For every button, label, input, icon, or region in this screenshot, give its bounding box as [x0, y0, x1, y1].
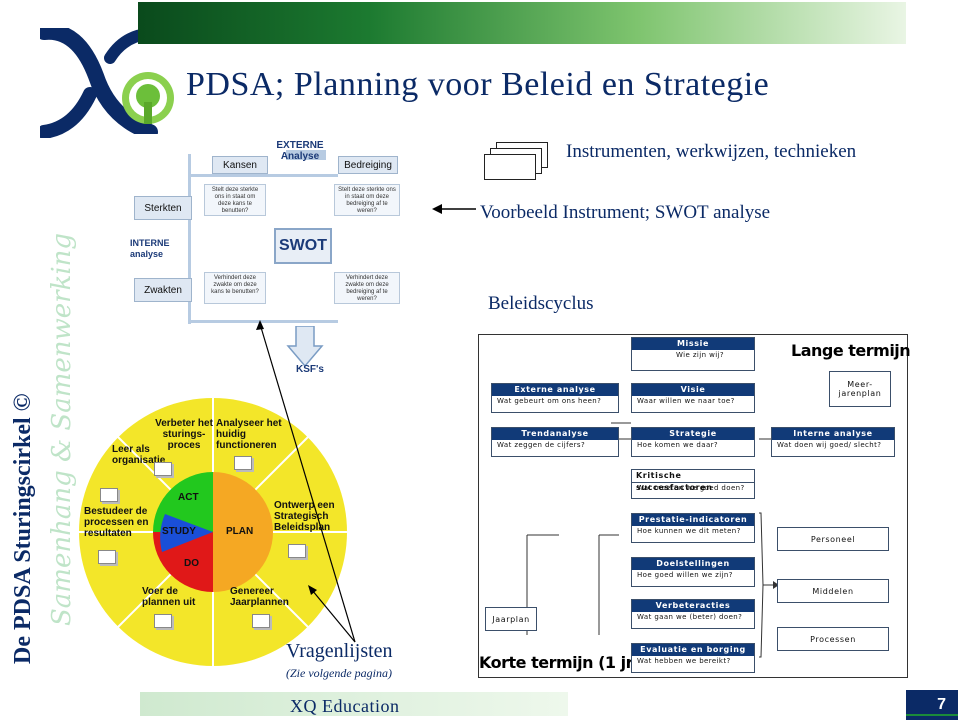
- swot-sterkten: Sterkten: [134, 196, 192, 220]
- genereer-text: Genereer Jaarplannen: [230, 586, 289, 608]
- bestudeer-text: Bestudeer de processen en resultaten: [84, 506, 149, 539]
- questionnaire-arrows: [256, 320, 356, 643]
- strategie-question: Hoe komen we daar?: [637, 441, 719, 449]
- evaluatie-question: Wat hebben we bereikt?: [637, 657, 731, 665]
- document-icon: [154, 462, 172, 476]
- jaarplan-box: Jaarplan: [485, 607, 537, 631]
- voer-text: Voer de plannen uit: [142, 586, 196, 608]
- study-label: STUDY: [162, 526, 196, 537]
- swot-weakness-threat: Verhindert deze zwakte om deze bedreigin…: [334, 272, 400, 304]
- footer-bar: [140, 692, 568, 716]
- short-term-label: Korte termijn (1 jr): [479, 653, 640, 672]
- verbeter-text: Verbeter het sturings-proces: [155, 418, 213, 451]
- prestatie-box: Prestatie-indicatoren Hoe kunnen we dit …: [631, 513, 755, 543]
- policy-cycle-diagram: Lange termijn Missie Wie zijn wij? Exter…: [478, 334, 911, 678]
- swot-frame: [188, 150, 338, 324]
- see-next-page-note: (Zie volgende pagina): [286, 666, 392, 680]
- arrow-left-icon: [432, 204, 476, 214]
- doelstellingen-box: Doelstellingen Hoe goed willen we zijn?: [631, 557, 755, 587]
- interne-analyse-question: Wat doen wij goed/ slecht?: [777, 441, 882, 449]
- policy-cycle-label: Beleidscyclus: [488, 293, 594, 314]
- document-icon: [154, 614, 172, 628]
- page-title: PDSA; Planning voor Beleid en Strategie: [186, 66, 770, 103]
- trendanalyse-question: Wat zeggen de cijfers?: [497, 441, 586, 449]
- plan-segment: [213, 472, 273, 592]
- verbeteracties-box: Verbeteracties Wat gaan we (beter) doen?: [631, 599, 755, 629]
- document-icon: [100, 488, 118, 502]
- swot-zwakten: Zwakten: [134, 278, 192, 302]
- header-banner: [138, 2, 906, 44]
- act-label: ACT: [178, 492, 199, 503]
- ksf-box: Kritische succesfactoren Wat moeten we g…: [631, 469, 755, 499]
- strategie-box: Strategie Hoe komen we daar?: [631, 427, 755, 457]
- externe-analyse-title: Externe analyse: [492, 384, 618, 396]
- personeel-box: Personeel: [777, 527, 889, 551]
- plan-label: PLAN: [226, 526, 254, 537]
- middelen-box: Middelen: [777, 579, 889, 603]
- doelstellingen-title: Doelstellingen: [632, 558, 754, 570]
- strategie-title: Strategie: [632, 428, 754, 440]
- long-term-label: Lange termijn: [791, 341, 911, 360]
- prestatie-title: Prestatie-indicatoren: [632, 514, 754, 526]
- evaluatie-title: Evaluatie en borging: [632, 644, 754, 656]
- leer-text: Leer als organisatie: [112, 444, 166, 466]
- pdsa-wheel: ACT STUDY PLAN DO Verbeter het sturings-…: [78, 392, 350, 672]
- instruments-label: Instrumenten, werkwijzen, technieken: [566, 141, 857, 162]
- swot-center: SWOT: [274, 228, 332, 264]
- sidebar: [0, 0, 42, 720]
- swot-example-label: Voorbeeld Instrument; SWOT analyse: [480, 202, 771, 223]
- study-segment: [160, 514, 213, 552]
- interne-analyse-title: Interne analyse: [772, 428, 894, 440]
- visie-title: Visie: [632, 384, 754, 396]
- missie-title: Missie: [632, 338, 754, 350]
- internal-analysis-title: INTERNE analyse: [130, 238, 170, 259]
- footer-accent-line: [906, 714, 958, 716]
- analyseer-text: Analyseer het huidig functioneren: [216, 418, 282, 451]
- external-analysis-title: EXTERNE Analyse: [276, 140, 324, 162]
- swot-kansen: Kansen: [212, 156, 268, 174]
- verbeteracties-title: Verbeteracties: [632, 600, 754, 612]
- arrow-down-icon: [286, 326, 324, 368]
- evaluatie-box: Evaluatie en borging Wat hebben we berei…: [631, 643, 755, 673]
- missie-question: Wie zijn wij?: [676, 351, 724, 359]
- swot-strength-opportunity: Stelt deze sterkte ons in staat om deze …: [204, 184, 266, 216]
- xq-logo: [40, 28, 174, 138]
- document-icon: [288, 544, 306, 558]
- ksf-title: Kritische succesfactoren: [632, 470, 754, 492]
- prestatie-question: Hoe kunnen we dit meten?: [637, 527, 741, 535]
- externe-analyse-question: Wat gebeurt om ons heen?: [497, 397, 602, 405]
- document-icon: [252, 614, 270, 628]
- swot-bedreiging: Bedreiging: [338, 156, 398, 174]
- visie-box: Visie Waar willen we naar toe?: [631, 383, 755, 413]
- ksf-label: KSF's: [296, 364, 324, 375]
- document-icon: [98, 550, 116, 564]
- verbeteracties-question: Wat gaan we (beter) doen?: [637, 613, 743, 621]
- interne-analyse-box: Interne analyse Wat doen wij goed/ slech…: [771, 427, 895, 457]
- document-icon: [234, 456, 252, 470]
- meerjarenplan-box: Meer-jarenplan: [829, 371, 891, 407]
- ksf-question: Wat moeten we goed doen?: [637, 484, 745, 492]
- do-label: DO: [184, 558, 199, 569]
- swot-diagram: EXTERNE Analyse Kansen Bedreiging Sterkt…: [130, 134, 412, 340]
- questionnaires-label: Vragenlijsten: [286, 640, 393, 662]
- footer-label: XQ Education: [290, 696, 400, 716]
- processen-box: Processen: [777, 627, 889, 651]
- visie-question: Waar willen we naar toe?: [637, 397, 735, 405]
- pdsa-wheel-graphic: [79, 398, 347, 666]
- doelstellingen-question: Hoe goed willen we zijn?: [637, 571, 733, 579]
- trendanalyse-box: Trendanalyse Wat zeggen de cijfers?: [491, 427, 619, 457]
- swot-strength-threat: Stelt deze sterkte ons in staat om deze …: [334, 184, 400, 216]
- swot-weakness-opportunity: Verhindert deze zwakte om deze kans te b…: [204, 272, 266, 304]
- externe-analyse-box: Externe analyse Wat gebeurt om ons heen?: [491, 383, 619, 413]
- trendanalyse-title: Trendanalyse: [492, 428, 618, 440]
- ontwerp-text: Ontwerp een Strategisch Beleidsplan: [274, 500, 335, 533]
- missie-box: Missie Wie zijn wij?: [631, 337, 755, 371]
